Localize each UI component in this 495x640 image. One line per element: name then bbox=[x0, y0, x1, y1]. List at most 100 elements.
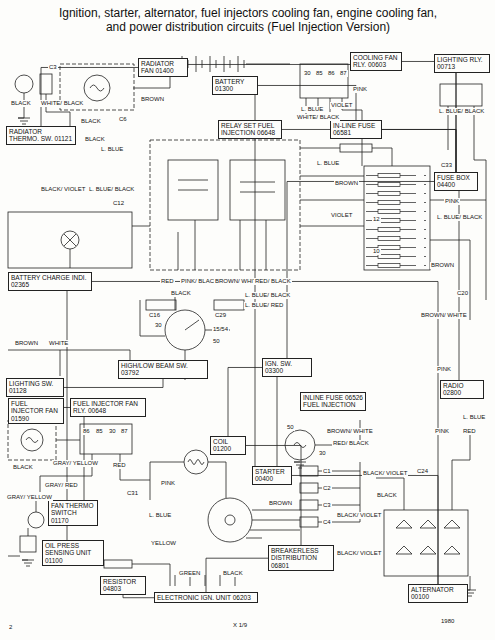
component-label: RADIATOR THERMO. SW. 01121 bbox=[9, 128, 73, 143]
component-label: ELECTRONIC IGN. UNIT 06203 bbox=[157, 594, 255, 601]
wire-label: GREEN bbox=[178, 570, 201, 577]
distributor-symbol bbox=[208, 498, 252, 542]
wire-label: 30 bbox=[318, 450, 327, 457]
component-label: HIGH/LOW BEAM SW. 03792 bbox=[121, 362, 205, 377]
wire-label: BLACK bbox=[12, 464, 34, 471]
component-label: LIGHTING SW. 01128 bbox=[9, 380, 61, 395]
component-label: FUEL INJECTOR FAN RLY. 00648 bbox=[73, 400, 143, 415]
wire-label: PINK bbox=[434, 428, 450, 435]
wire-label: BROWN/ WHITE bbox=[420, 312, 468, 319]
wire-label: 30 bbox=[154, 322, 163, 329]
wire-label: BROWN bbox=[334, 180, 359, 187]
relay-symbol bbox=[80, 424, 132, 454]
wire-label: 86 bbox=[327, 70, 336, 77]
wire-label: L. BLUE/ BLACK bbox=[88, 186, 135, 193]
relay-set-housing bbox=[150, 140, 300, 270]
component-box: LIGHTING SW. 01128 bbox=[6, 378, 64, 397]
component-box: FUSE BOX 04400 bbox=[434, 172, 478, 191]
component-box: FUEL INJECTOR FAN 01590 bbox=[8, 398, 64, 424]
component-label: INLINE FUSE 06526 FUEL INJECTION bbox=[303, 394, 363, 409]
wire-label: C33 bbox=[440, 162, 453, 169]
wire-label: C3 bbox=[322, 502, 332, 509]
wire-label: VIOLET bbox=[330, 212, 353, 219]
component-label: IN-LINE FUSE 06581 bbox=[333, 122, 379, 137]
component-box: COIL 01200 bbox=[210, 436, 246, 455]
wire-label: GRAY/ YELLOW bbox=[6, 494, 53, 501]
wire-label: BLACK bbox=[170, 290, 192, 297]
component-label: FAN THERMO SWITCH 01170 bbox=[51, 502, 95, 524]
component-box: RELAY SET FUEL INJECTION 06648 bbox=[218, 120, 282, 139]
component-label: RELAY SET FUEL INJECTION 06648 bbox=[221, 122, 279, 137]
wire-label: C31 bbox=[126, 490, 139, 497]
wire-label: 50 bbox=[286, 424, 295, 431]
wire-label: 10 bbox=[372, 248, 381, 255]
wire-label: 15/54 bbox=[212, 326, 229, 333]
wire bbox=[92, 281, 438, 584]
wire-label: BROWN bbox=[430, 262, 455, 269]
wire-label: 85 bbox=[95, 428, 104, 435]
wire-label: L. BLUE/ BLACK bbox=[244, 292, 291, 299]
wire-label: 30 bbox=[108, 428, 117, 435]
wire-label: PINK bbox=[444, 198, 460, 205]
wire-label: C6 bbox=[118, 116, 128, 123]
component-label: OIL PRESS SENSING UNIT 01100 bbox=[45, 542, 101, 564]
wire-label: 50 bbox=[212, 338, 221, 345]
wire bbox=[41, 67, 138, 126]
wire-label: L. BLUE bbox=[462, 414, 486, 421]
wire-label: VIOLET bbox=[330, 102, 353, 109]
wire-label: 30 bbox=[303, 70, 312, 77]
component-box: LIGHTING RLY. 00713 bbox=[434, 54, 490, 73]
alternator-housing bbox=[384, 510, 468, 576]
component-box: RADIATOR FAN 01400 bbox=[138, 58, 188, 77]
relay-symbol bbox=[440, 84, 482, 106]
component-label: BREAKERLESS DISTRIBUTION 06801 bbox=[271, 547, 331, 569]
wire-label: BROWN bbox=[140, 96, 165, 103]
wire-label: 86 bbox=[82, 428, 91, 435]
wire-label: RED/ BLACK bbox=[332, 440, 370, 447]
wire-label: WHITE bbox=[48, 340, 69, 347]
wire bbox=[287, 181, 434, 358]
component-box: FUEL INJECTOR FAN RLY. 00648 bbox=[70, 398, 146, 417]
wire bbox=[382, 129, 456, 172]
component-label: STARTER 00400 bbox=[255, 468, 289, 483]
wire-label: X 1/9 bbox=[232, 622, 248, 629]
component-label: BATTERY 01300 bbox=[215, 78, 255, 93]
wire-label: YELLOW bbox=[150, 540, 177, 547]
wire bbox=[258, 85, 356, 120]
wire-label: BLACK/ VIOLET bbox=[336, 512, 382, 519]
component-label: LIGHTING RLY. 00713 bbox=[437, 56, 487, 71]
relay-symbol bbox=[300, 64, 348, 98]
component-label: RESISTOR 04803 bbox=[103, 578, 143, 593]
connector-symbol bbox=[300, 483, 318, 493]
wire-label: L. BLUE bbox=[300, 106, 324, 113]
component-label: IGN. SW. 03300 bbox=[265, 360, 309, 375]
sender-symbol bbox=[20, 536, 36, 552]
wire bbox=[206, 558, 268, 592]
connector-symbol bbox=[300, 517, 318, 527]
wire-label: BROWN/ WHITE bbox=[326, 428, 374, 435]
wire-label: L. BLUE/ BLACK bbox=[438, 108, 485, 115]
component-box: BATTERY CHARGE INDI. 02365 bbox=[8, 272, 92, 291]
diode-symbol bbox=[396, 520, 460, 554]
component-box: RESISTOR 04803 bbox=[100, 576, 146, 595]
wire-label: RED bbox=[160, 278, 175, 285]
component-box: STARTER 00400 bbox=[252, 466, 292, 485]
wire-label: 1980 bbox=[440, 618, 455, 625]
wire-label: L. BLUE/ BLACK bbox=[436, 214, 483, 221]
component-box: OIL PRESS SENSING UNIT 01100 bbox=[42, 540, 104, 566]
component-box: ELECTRONIC IGN. UNIT 06203 bbox=[154, 592, 258, 603]
component-label: BATTERY CHARGE INDI. 02365 bbox=[11, 274, 89, 289]
wire-label: PINK bbox=[352, 86, 368, 93]
fuse-symbol bbox=[340, 144, 372, 152]
connector-symbol bbox=[300, 466, 318, 476]
wire-label: 87 bbox=[339, 70, 348, 77]
wire-label: C3 bbox=[48, 64, 58, 71]
wire-label: GRAY/ YELLOW bbox=[52, 460, 99, 467]
wire-label: WHITE/ BLACK bbox=[40, 100, 84, 107]
relay-symbol bbox=[230, 160, 285, 220]
wire-label: PINK bbox=[160, 480, 176, 487]
wire-label: 85 bbox=[315, 70, 324, 77]
wire-label: C1 bbox=[322, 468, 332, 475]
wire bbox=[123, 595, 154, 598]
wire bbox=[188, 64, 350, 65]
